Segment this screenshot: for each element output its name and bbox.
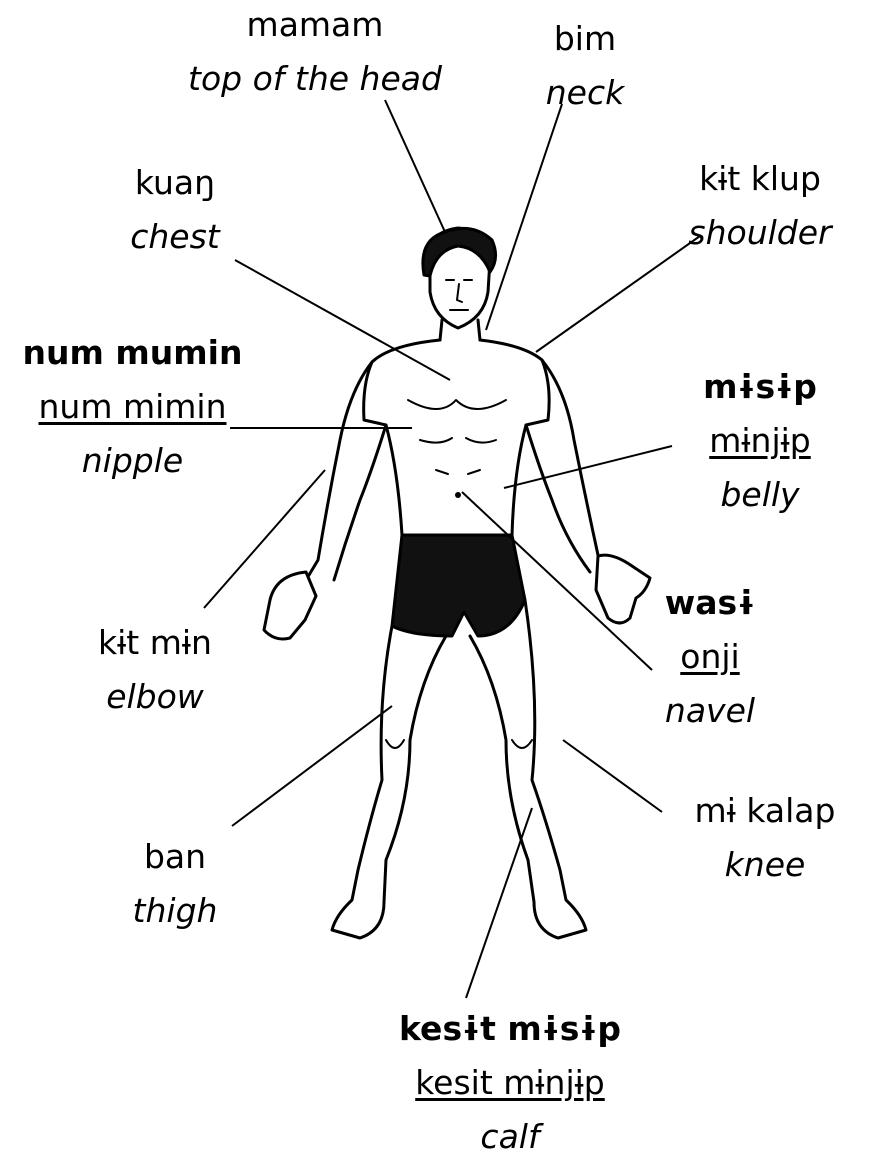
- label-knee: mɨ kalap knee: [665, 784, 865, 892]
- gloss-nipple: nipple: [10, 434, 255, 488]
- term-top-of-head: mamam: [160, 0, 470, 52]
- leader-line-top-of-head: [385, 100, 445, 232]
- label-belly: mɨsɨp mɨnjɨp belly: [680, 360, 840, 522]
- leader-line-calf: [466, 808, 532, 998]
- leader-line-neck: [486, 104, 562, 330]
- label-chest: kuaŋ chest: [90, 156, 260, 264]
- leader-line-knee: [563, 740, 662, 812]
- label-top-of-head: mamam top of the head: [160, 0, 470, 106]
- term-elbow: kɨt mɨn: [70, 616, 240, 670]
- gloss-belly: belly: [680, 468, 840, 522]
- label-neck: bim neck: [520, 12, 650, 120]
- gloss-thigh: thigh: [110, 884, 240, 938]
- term-knee: mɨ kalap: [665, 784, 865, 838]
- label-elbow: kɨt mɨn elbow: [70, 616, 240, 724]
- leader-line-belly: [504, 446, 672, 488]
- variant-calf: kesit mɨnjɨp: [370, 1056, 650, 1110]
- term-thigh: ban: [110, 830, 240, 884]
- variant-nipple: num mimin: [10, 380, 255, 434]
- human-figure: [264, 228, 650, 938]
- term-belly: mɨsɨp: [680, 360, 840, 414]
- gloss-calf: calf: [370, 1110, 650, 1164]
- leader-line-thigh: [232, 706, 392, 826]
- label-navel: wasɨ onji navel: [640, 576, 780, 738]
- gloss-shoulder: shoulder: [660, 206, 860, 260]
- term-calf: kesɨt mɨsɨp: [370, 1002, 650, 1056]
- term-chest: kuaŋ: [90, 156, 260, 210]
- gloss-top-of-head: top of the head: [160, 52, 470, 106]
- variant-navel: onji: [640, 630, 780, 684]
- label-thigh: ban thigh: [110, 830, 240, 938]
- term-nipple: num mumin: [10, 326, 255, 380]
- gloss-navel: navel: [640, 684, 780, 738]
- term-neck: bim: [520, 12, 650, 66]
- label-shoulder: kɨt klup shoulder: [660, 152, 860, 260]
- label-calf: kesɨt mɨsɨp kesit mɨnjɨp calf: [370, 1002, 650, 1164]
- gloss-neck: neck: [520, 66, 650, 120]
- term-navel: wasɨ: [640, 576, 780, 630]
- leader-line-chest: [235, 260, 450, 380]
- label-nipple: num mumin num mimin nipple: [10, 326, 255, 488]
- term-shoulder: kɨt klup: [660, 152, 860, 206]
- variant-belly: mɨnjɨp: [680, 414, 840, 468]
- gloss-elbow: elbow: [70, 670, 240, 724]
- gloss-chest: chest: [90, 210, 260, 264]
- gloss-knee: knee: [665, 838, 865, 892]
